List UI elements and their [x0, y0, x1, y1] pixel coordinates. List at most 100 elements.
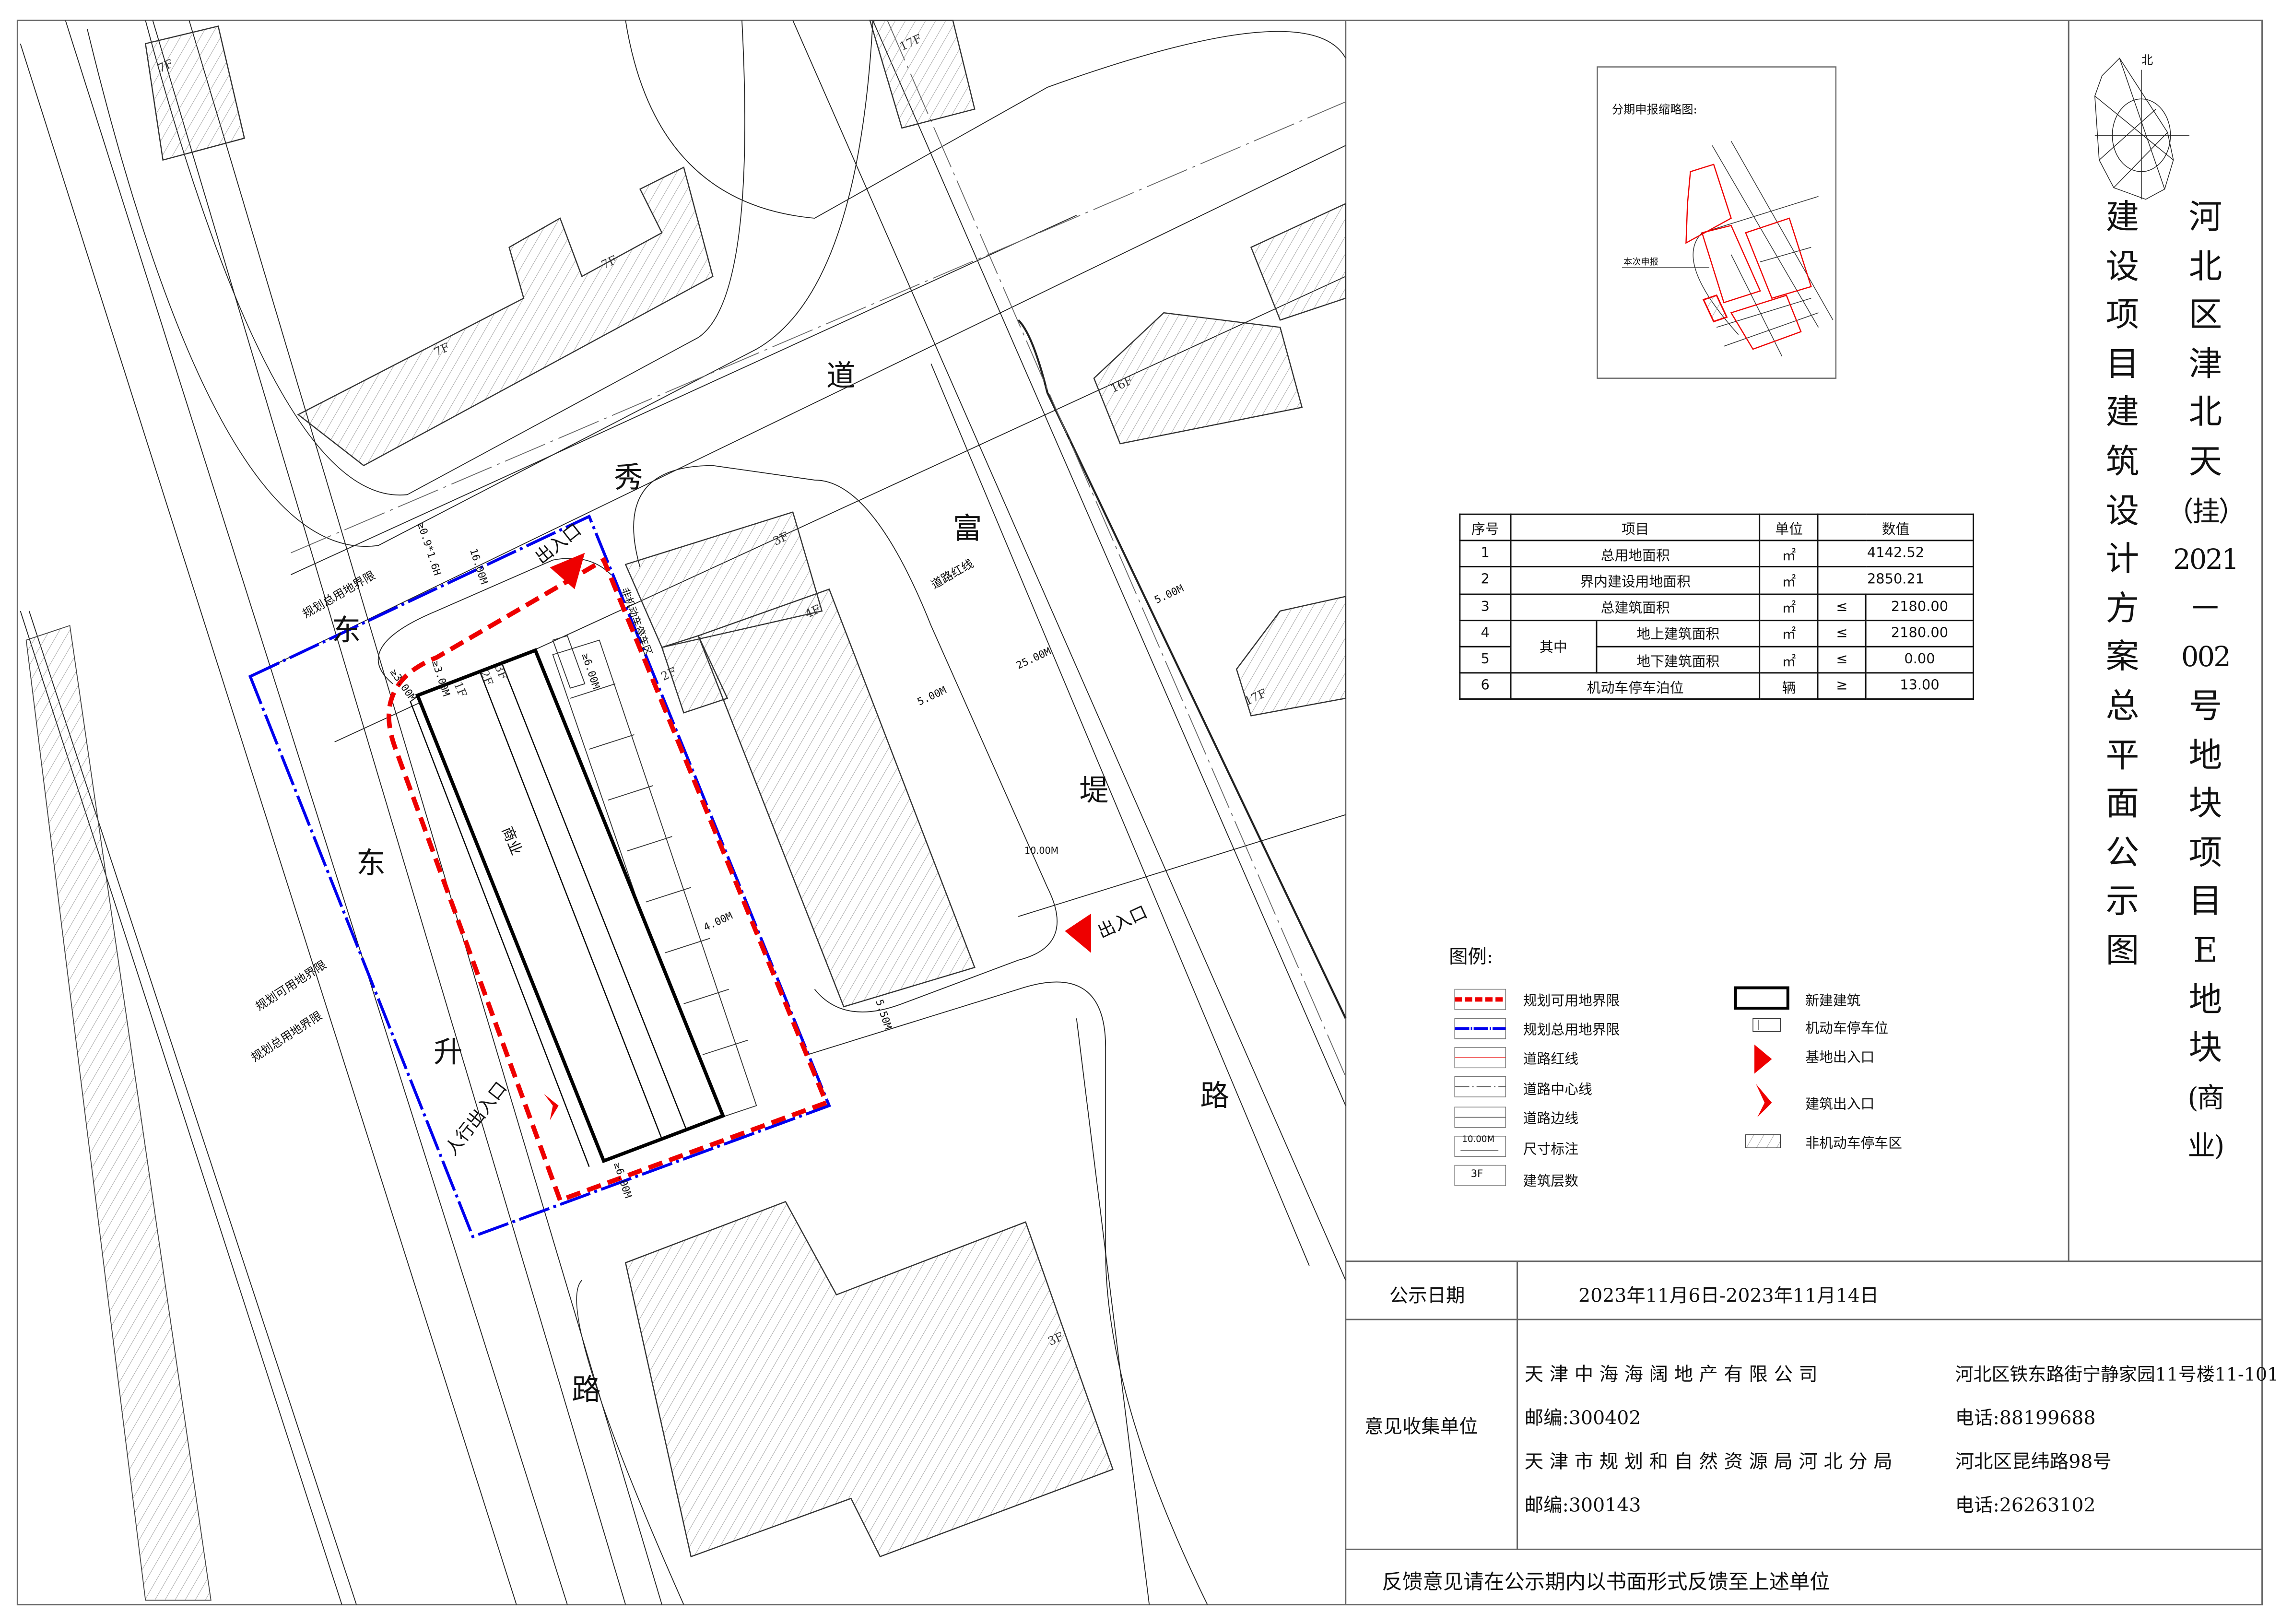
- cell-value: 2180.00: [1865, 593, 1975, 621]
- pedestrian-entrance-label: 人行出入口: [441, 1078, 511, 1159]
- cell-item: 总建筑面积: [1510, 593, 1761, 621]
- feedback-note: 反馈意见请在公示期内以书面形式反馈至上述单位: [1382, 1571, 1830, 1595]
- title-char: 计: [2105, 541, 2140, 579]
- cell-unit: ㎡: [1759, 566, 1819, 595]
- title-char: (商: [2187, 1082, 2224, 1114]
- title-char: 块: [2188, 1030, 2222, 1068]
- title-char: 津: [2188, 346, 2222, 384]
- title-char: 区: [2188, 297, 2222, 335]
- boundary-label: 规划可用地界限: [253, 957, 329, 1013]
- dimension-label: 4.00M: [702, 910, 734, 934]
- title-char: 北: [2188, 248, 2222, 286]
- cell-value: 2180.00: [1865, 619, 1975, 647]
- dimension-label: 5.50M: [873, 998, 894, 1031]
- legend-label: 道路红线: [1523, 1052, 1579, 1068]
- road-name-char: 秀: [614, 461, 643, 494]
- org1-postcode: 邮编:300402: [1524, 1408, 1641, 1430]
- cell-unit: ㎡: [1759, 540, 1819, 568]
- usable-land-boundary: [387, 556, 830, 1203]
- cell-no: 5: [1459, 646, 1512, 674]
- cell-item: 地上建筑面积: [1595, 619, 1761, 647]
- org2-name: 天 津 市 规 划 和 自 然 资 源 局 河 北 分 局: [1524, 1452, 1893, 1474]
- cell-unit: 辆: [1759, 672, 1819, 700]
- table-row: 1 总用地面积 ㎡ 4142.52: [1459, 540, 1975, 568]
- cell-no: 6: [1459, 672, 1512, 700]
- cell-no: 4: [1459, 619, 1512, 647]
- technical-index-table: 序号 项目 单位 数值 1 总用地面积 ㎡ 4142.52 2 界内建设用地面积…: [1459, 513, 1975, 700]
- road-name-char: 路: [1200, 1079, 1229, 1113]
- road-name-char: 堤: [1080, 774, 1109, 807]
- date-label: 公示日期: [1389, 1286, 1465, 1308]
- title-char: －: [2188, 590, 2222, 628]
- org1-phone: 电话:88199688: [1955, 1408, 2096, 1430]
- table-row: 3 总建筑面积 ㎡ ≤ 2180.00: [1459, 593, 1975, 621]
- header-cell: 序号: [1459, 513, 1512, 541]
- org2-phone: 电话:26263102: [1955, 1495, 2096, 1518]
- legend-label: 规划可用地界限: [1523, 993, 1620, 1010]
- title-char: 河: [2188, 199, 2222, 237]
- legend-label: 建筑出入口: [1805, 1097, 1875, 1113]
- road-red-line-label: 道路红线: [929, 556, 976, 592]
- title-char: 方: [2105, 590, 2140, 628]
- title-char: E: [2193, 932, 2218, 970]
- road-name-char: 道: [826, 359, 856, 393]
- title-char: 图: [2105, 932, 2140, 970]
- title-char: 目: [2105, 346, 2140, 384]
- title-char: 筑: [2105, 444, 2140, 482]
- road-name-char: 升: [434, 1036, 463, 1069]
- legend-floor-sample: 3F: [1470, 1168, 1483, 1180]
- cell-unit: ㎡: [1759, 619, 1819, 647]
- title-char: 地: [2188, 737, 2222, 775]
- compass-icon: [2094, 58, 2189, 200]
- collector-label: 意见收集单位: [1364, 1417, 1478, 1439]
- title-char: 号: [2188, 688, 2222, 726]
- title-char: 建: [2105, 395, 2140, 433]
- title-char: 示: [2105, 883, 2140, 921]
- table-row: 4 其中 地上建筑面积 ㎡ ≤ 2180.00: [1459, 619, 1975, 674]
- map-lines: [20, 20, 1347, 1605]
- cell-value: 0.00: [1865, 646, 1975, 674]
- cell-operator: ≤: [1817, 646, 1867, 674]
- legend-swatches: [1454, 986, 1789, 1186]
- cell-no: 2: [1459, 566, 1512, 595]
- road-name-char: 东: [332, 614, 361, 647]
- org2-address: 河北区昆纬路98号: [1955, 1452, 2112, 1474]
- cell-value: 4142.52: [1817, 540, 1975, 568]
- org2-postcode: 邮编:300143: [1524, 1495, 1641, 1518]
- title-char: 面: [2105, 786, 2140, 824]
- legend-dimension-text: 10.00M: [1462, 1134, 1495, 1145]
- cell-item: 总用地面积: [1510, 540, 1761, 568]
- sheet-border: [16, 19, 2263, 1606]
- header-cell: 数值: [1817, 513, 1975, 541]
- date-value: 2023年11月6日-2023年11月14日: [1578, 1286, 1879, 1308]
- cell-item: 地下建筑面积: [1595, 646, 1761, 674]
- title-char: （挂）: [2166, 495, 2246, 528]
- title-char: 块: [2188, 786, 2222, 824]
- dimension-label: ≥0.9*1.6H: [415, 521, 443, 577]
- parking-stalls: [552, 635, 757, 1121]
- total-land-boundary: [248, 514, 831, 1239]
- title-char: 项: [2105, 297, 2140, 335]
- road-name-char: 东: [356, 847, 386, 880]
- key-map-title: 分期申报缩略图:: [1612, 103, 1697, 117]
- cell-unit: ㎡: [1759, 593, 1819, 621]
- legend-label: 道路中心线: [1523, 1082, 1592, 1099]
- title-char: 公: [2105, 835, 2140, 873]
- cell-no: 3: [1459, 593, 1512, 621]
- building-entrance-icon: [544, 1094, 559, 1120]
- cell-item: 机动车停车泊位: [1510, 672, 1761, 700]
- cell-operator: ≤: [1817, 619, 1867, 647]
- existing-buildings: [144, 20, 1346, 1558]
- cell-group: 其中: [1510, 619, 1597, 674]
- cell-no: 1: [1459, 540, 1512, 568]
- project-title: 河 北 区 津 北 天 （挂） 2021 － 002 号 地 块 项 目 E 地…: [2166, 195, 2246, 1172]
- legend-label: 基地出入口: [1805, 1050, 1875, 1067]
- compass-north-label: 北: [2141, 53, 2153, 67]
- title-char: 总: [2105, 688, 2140, 726]
- org1-name: 天 津 中 海 海 阔 地 产 有 限 公 司: [1524, 1365, 1818, 1387]
- table-row: 2 界内建设用地面积 ㎡ 2850.21: [1459, 566, 1975, 595]
- title-char: 业): [2187, 1130, 2224, 1163]
- title-char: 项: [2188, 835, 2222, 873]
- title-char: 天: [2188, 444, 2222, 482]
